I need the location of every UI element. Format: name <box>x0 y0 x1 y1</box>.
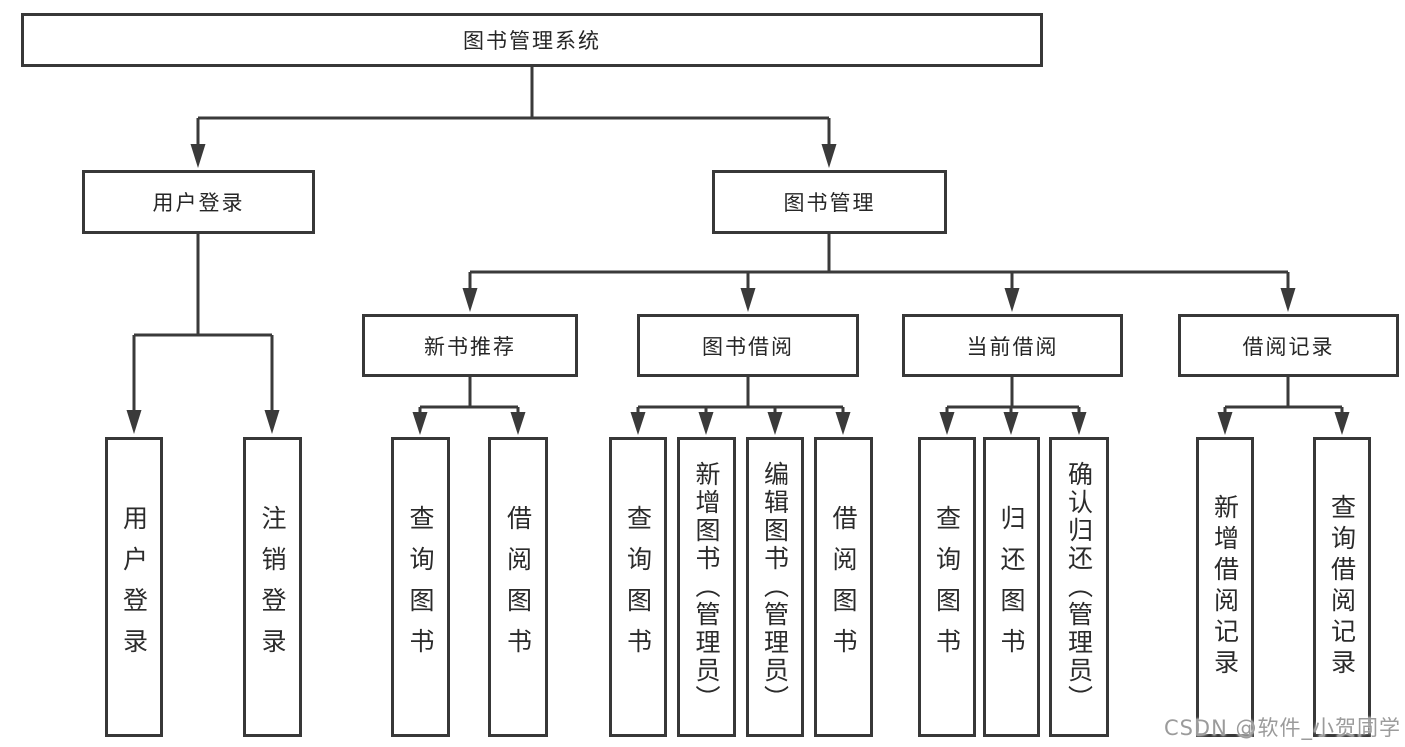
node-current-borrow: 当前借阅 <box>902 314 1123 377</box>
leaf-label: 借阅图书 <box>503 505 533 669</box>
connector-borrow-records-to-leaves <box>1223 377 1344 413</box>
connector-book-borrow-to-leaves <box>636 377 845 413</box>
leaf-label: 归还图书 <box>997 505 1026 669</box>
node-label: 图书管理系统 <box>463 29 601 53</box>
leaf-confirm-return-admin: 确认归还（管理员） <box>1049 437 1109 737</box>
node-borrow-records: 借阅记录 <box>1178 314 1399 377</box>
leaf-label: 注销登录 <box>258 505 287 669</box>
node-user-login: 用户登录 <box>82 170 315 234</box>
node-library-management-system: 图书管理系统 <box>21 13 1043 67</box>
watermark: CSDN @软件_小贺同学 <box>1163 716 1401 740</box>
leaf-label: 用户登录 <box>119 505 149 669</box>
leaf-query-books-2: 查询图书 <box>609 437 667 737</box>
leaf-logout: 注销登录 <box>243 437 302 737</box>
leaf-label: 查询借阅记录 <box>1327 494 1357 680</box>
leaf-edit-book-admin: 编辑图书（管理员） <box>746 437 804 737</box>
leaf-query-books-1: 查询图书 <box>391 437 450 737</box>
leaf-label: 查询图书 <box>932 505 962 669</box>
connector-book-management-to-level3 <box>468 234 1290 289</box>
connector-user-login-to-leaves <box>132 234 274 411</box>
connector-current-borrow-to-leaves <box>945 377 1081 413</box>
leaf-borrow-books-1: 借阅图书 <box>488 437 548 737</box>
node-label: 图书借阅 <box>702 334 794 359</box>
node-book-management: 图书管理 <box>712 170 947 234</box>
leaf-label: 新增借阅记录 <box>1210 494 1240 680</box>
node-label: 图书管理 <box>783 191 876 215</box>
node-label: 用户登录 <box>152 191 245 215</box>
node-label: 借阅记录 <box>1242 334 1335 359</box>
connector-root-to-level2 <box>196 67 831 145</box>
leaf-borrow-books-2: 借阅图书 <box>814 437 873 737</box>
node-label: 新书推荐 <box>424 334 516 359</box>
leaf-label: 借阅图书 <box>829 505 858 669</box>
node-new-book-recommend: 新书推荐 <box>362 314 578 377</box>
connector-new-book-to-leaves <box>418 377 520 413</box>
node-book-borrow: 图书借阅 <box>637 314 859 377</box>
leaf-query-books-3: 查询图书 <box>918 437 976 737</box>
leaf-query-borrow-record: 查询借阅记录 <box>1313 437 1371 737</box>
node-label: 当前借阅 <box>966 334 1059 359</box>
leaf-label: 查询图书 <box>406 505 435 669</box>
leaf-label: 查询图书 <box>623 505 653 669</box>
leaf-return-book: 归还图书 <box>983 437 1040 737</box>
leaf-label: 确认归还（管理员） <box>1064 461 1094 713</box>
leaf-user-login: 用户登录 <box>105 437 163 737</box>
leaf-add-borrow-record: 新增借阅记录 <box>1196 437 1254 737</box>
leaf-label: 新增图书（管理员） <box>692 461 721 713</box>
leaf-add-book-admin: 新增图书（管理员） <box>677 437 736 737</box>
leaf-label: 编辑图书（管理员） <box>760 461 790 713</box>
